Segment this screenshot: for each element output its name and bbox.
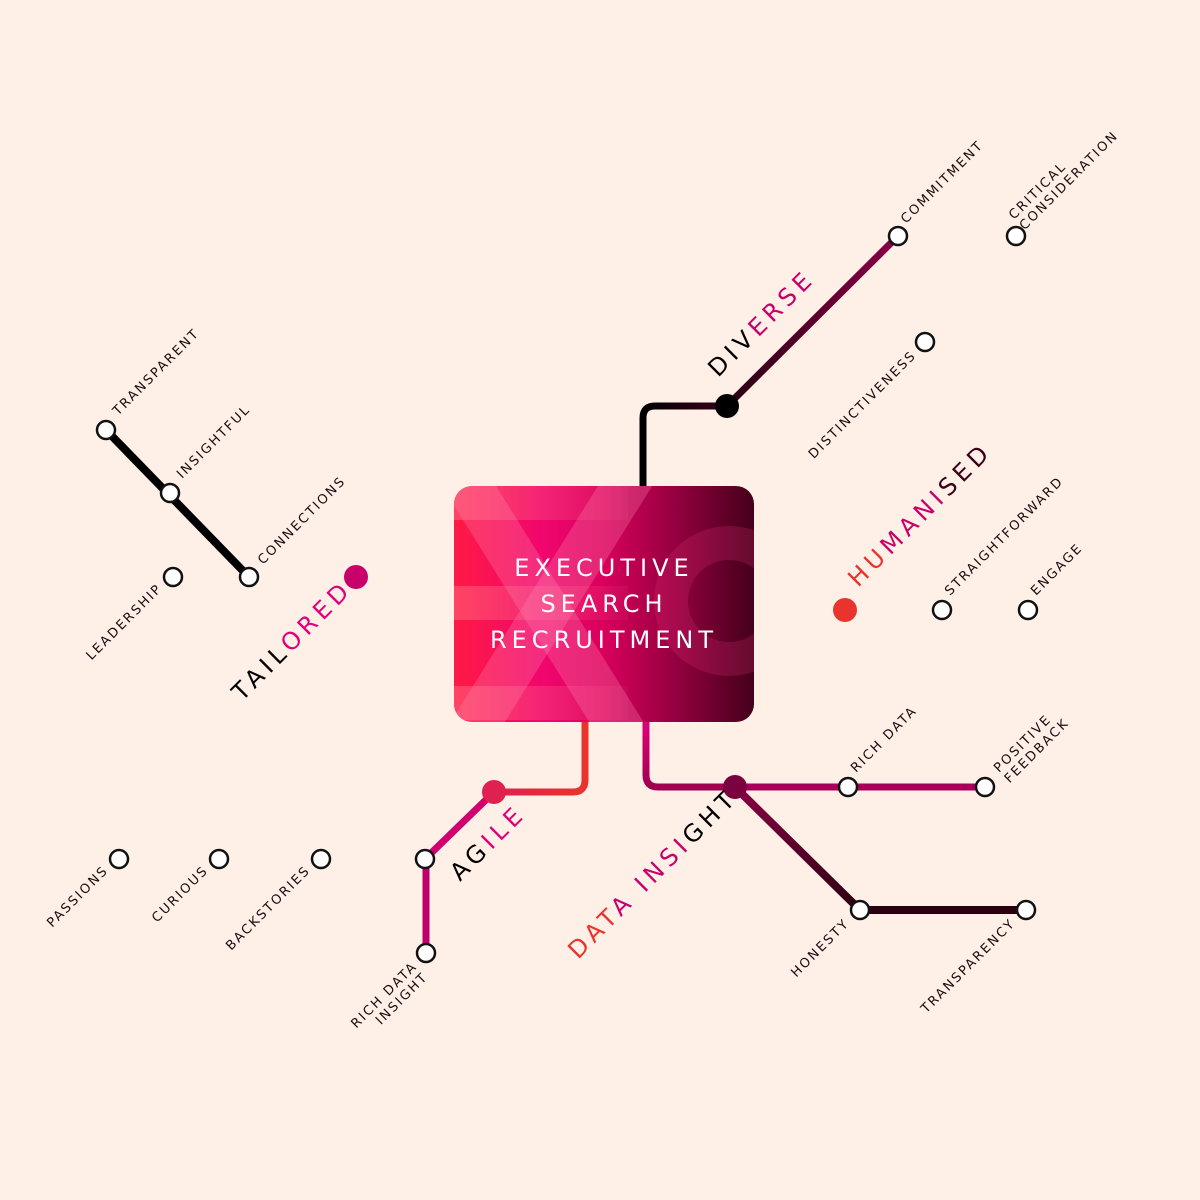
agile-leaf-label: RICH DATAINSIGHT (348, 959, 431, 1042)
agile-leaf-node[interactable] (414, 848, 436, 870)
data-insight-branch-label: DATA INSIGHT (562, 783, 743, 964)
tailored-leaf-label: CONNECTIONS (255, 474, 349, 568)
agile-leaf-node[interactable] (310, 848, 332, 870)
agile-leaf-label: BACKSTORIES (223, 863, 313, 953)
diverse-leaf-label: DISTINCTIVENESS (806, 348, 920, 462)
agile-hub-node[interactable] (482, 780, 506, 804)
center-title-line: RECRUITMENT (489, 626, 719, 654)
agile-branch-label: AGILE (444, 799, 531, 886)
data-insight-leaf-node[interactable] (974, 776, 996, 798)
tailored-leaf-label: TRANSPARENT (110, 326, 203, 419)
humanised-hub-node[interactable] (833, 598, 857, 622)
nodes-layer (95, 225, 1039, 964)
center-topic-card[interactable]: EXECUTIVE SEARCH RECRUITMENT (454, 486, 754, 722)
diverse-leaf-label: COMMITMENT (898, 138, 987, 227)
tailored-leaf-label: LEADERSHIP (84, 581, 166, 663)
data-insight-diagonal-line (732, 784, 863, 913)
tailored-hub-node[interactable] (344, 565, 368, 589)
diverse-leaf-label: CRITICALCONSIDERATION (1006, 118, 1122, 234)
humanised-leaf-node[interactable] (1017, 599, 1039, 621)
agile-diagonal-line (422, 789, 497, 862)
data-insight-hub-node[interactable] (723, 775, 747, 799)
diverse-leaf-node[interactable] (914, 331, 936, 353)
data-insight-leaf-node[interactable] (1015, 899, 1037, 921)
tailored-diagonal-line (103, 427, 252, 580)
card-band (454, 486, 628, 520)
card-band (454, 586, 628, 620)
tailored-leaf-node[interactable] (95, 419, 117, 441)
data-insight-stem-line (642, 722, 735, 791)
data-insight-leaf-label: POSITIVEFEEDBACK (991, 705, 1072, 786)
tailored-leaf-node[interactable] (162, 566, 184, 588)
diverse-stem-line (639, 402, 727, 486)
agile-stem-line (494, 722, 589, 796)
agile-leaf-label: CURIOUS (149, 863, 212, 926)
tailored-leaf-node[interactable] (238, 566, 260, 588)
data-insight-leaf-node[interactable] (849, 899, 871, 921)
humanised-leaf-node[interactable] (931, 599, 953, 621)
data-insight-leaf-node[interactable] (837, 776, 859, 798)
center-title-line: EXECUTIVE (514, 554, 694, 582)
agile-leaf-node[interactable] (108, 848, 130, 870)
diverse-branch-label: DIVERSE (702, 264, 820, 382)
humanised-leaf-label: ENGAGE (1028, 541, 1086, 599)
agile-leaf-label: PASSIONS (44, 863, 111, 930)
diverse-hub-node[interactable] (715, 394, 739, 418)
center-title-line: SEARCH (540, 590, 668, 618)
center-topic-title: EXECUTIVE SEARCH RECRUITMENT (454, 550, 754, 658)
tailored-leaf-label: INSIGHTFUL (174, 402, 254, 482)
data-insight-leaf-label: TRANSPARENCY (918, 916, 1019, 1017)
card-band (454, 686, 628, 720)
agile-leaf-node[interactable] (415, 942, 437, 964)
diverse-diagonal-line (724, 233, 901, 409)
diverse-leaf-node[interactable] (1005, 225, 1027, 247)
tailored-branch-label: TAILORED (226, 575, 358, 707)
diverse-leaf-node[interactable] (887, 225, 909, 247)
data-insight-leaf-label: RICH DATA (848, 703, 920, 775)
tailored-leaf-node[interactable] (159, 482, 181, 504)
data-insight-leaf-label: HONESTY (788, 916, 852, 980)
agile-leaf-node[interactable] (208, 848, 230, 870)
